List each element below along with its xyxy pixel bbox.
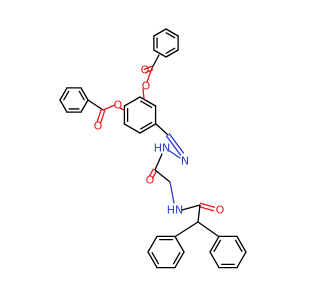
central-ring-bond <box>123 123 141 134</box>
diphenyl-right-ring-bond <box>209 235 220 253</box>
left-ester-carbonyl-bond <box>96 108 102 123</box>
amide-n-bond <box>169 181 175 204</box>
upper-benzoyl-ring-bond <box>153 28 167 37</box>
imine-double-bond <box>165 135 182 156</box>
oxygen-label-left-ester-carbonyl: O <box>94 120 103 133</box>
left-phenyl-link <box>175 221 199 237</box>
upper-benzoyl-ring-bond <box>153 49 167 58</box>
central-ring-bond <box>123 96 141 107</box>
diphenyl-left-ring-double-bond <box>172 252 181 265</box>
left-benzoyl-ring-double-bond <box>78 90 85 101</box>
diphenyl-right-ring-double-bond <box>213 239 222 252</box>
central-ring-double-bond <box>140 100 153 109</box>
diphenyl-left-ring-double-bond <box>151 252 160 265</box>
oxygen-label-left-ester-ether: O <box>114 99 123 112</box>
upper-ester-bond <box>146 67 153 83</box>
central-ring-upper-ester-bond <box>142 88 145 100</box>
oxygen-label-amide-carbonyl: O <box>216 204 225 217</box>
central-ring-bond <box>139 96 157 107</box>
central-ring-bond <box>139 123 157 134</box>
oxygen-label-upper-ester-carbonyl: O <box>141 64 150 77</box>
bond <box>154 153 163 171</box>
upper-benzoyl-ring-bond <box>165 28 179 37</box>
upper-benzoyl-ring-double-bond <box>165 47 176 54</box>
vinyl-bond <box>155 123 169 136</box>
diphenyl-left-ring-bond <box>147 251 158 269</box>
central-ring-double-bond <box>140 121 153 130</box>
upper-benzoyl-ring-bond <box>165 49 179 58</box>
bond <box>151 54 160 69</box>
molecule-structure-diagram: O O O O N HN O HN O <box>59 28 247 269</box>
central-ring-left-ester-bond <box>119 107 125 111</box>
oxygen-label-upper-ester-ether: O <box>142 80 151 93</box>
hydrazide-carbonyl-bond <box>151 170 158 179</box>
diphenyl-right-ring-double-bond <box>234 239 243 252</box>
upper-ester-carbonyl-bond <box>143 65 152 70</box>
left-benzoyl-ring-bond <box>59 87 68 101</box>
right-phenyl-link <box>197 221 219 237</box>
oxygen-label-hydrazide-carbonyl: O <box>146 174 155 187</box>
diphenyl-left-ring-bond <box>174 235 185 253</box>
left-ester-carbonyl-bond <box>100 109 106 124</box>
diphenyl-left-ring-bond <box>147 235 158 253</box>
left-benzoyl-ring-bond <box>80 99 89 113</box>
diphenyl-right-ring-bond <box>236 251 247 269</box>
nitrogen-label-amide-nh: HN <box>167 204 184 217</box>
left-benzoyl-ring-double-bond <box>63 90 70 101</box>
nitrogen-label-hydrazide-nh: HN <box>154 142 171 155</box>
imine-double-bond <box>168 133 185 154</box>
hydrazide-carbonyl-bond <box>148 168 155 177</box>
nitrogen-label-hydrazone: N <box>181 155 189 168</box>
atom-label-layer: O O O O N HN O HN O <box>94 64 225 217</box>
left-ester-bond <box>102 104 116 111</box>
left-benzoyl-ring-bond <box>59 99 68 113</box>
diphenyl-left-ring-bond <box>174 251 185 269</box>
amide-carbonyl-bond <box>198 206 215 212</box>
hydrazone-n-n-bond <box>167 149 181 159</box>
diphenyl-right-ring-bond <box>209 251 220 269</box>
diphenyl-right-ring-bond <box>236 235 247 253</box>
amide-bond <box>181 204 201 211</box>
hydrazide-ch2-bond <box>154 169 171 183</box>
bond <box>87 99 104 111</box>
bond-layer <box>59 28 247 269</box>
upper-benzoyl-ring-double-bond <box>165 32 176 39</box>
diphenylmethyl-bond <box>197 204 201 223</box>
amide-carbonyl-bond <box>199 202 216 208</box>
left-benzoyl-ring-bond <box>80 87 89 101</box>
